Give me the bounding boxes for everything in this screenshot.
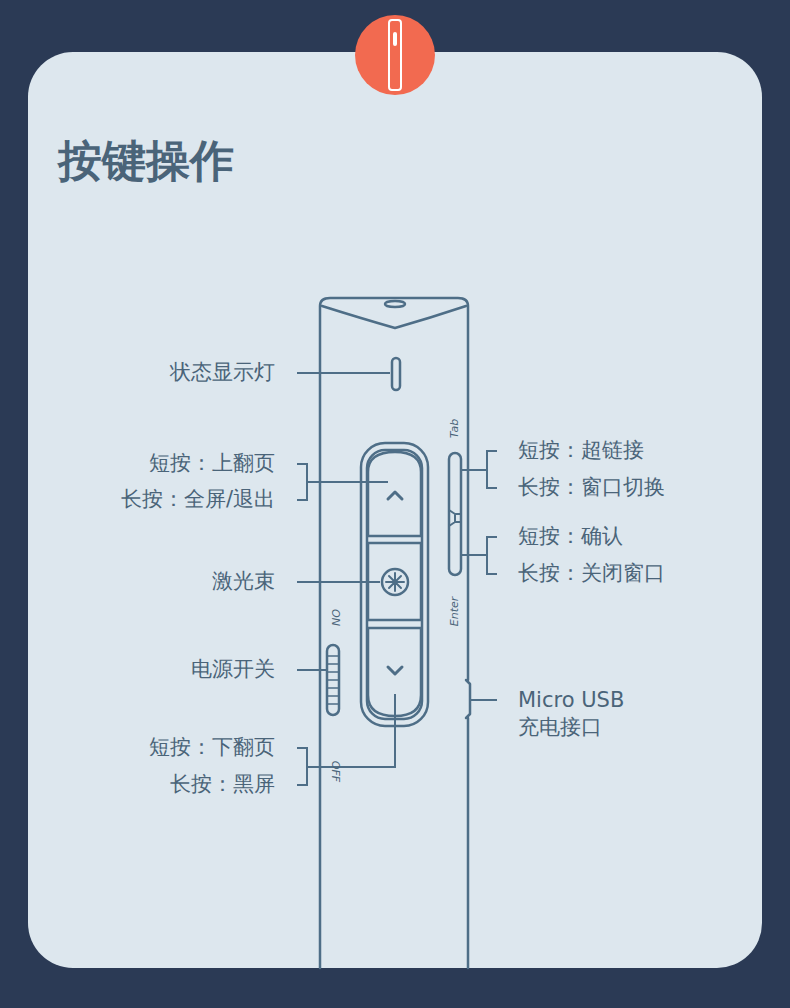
badge-icon	[389, 20, 401, 90]
pen-outline	[320, 298, 468, 968]
laser-icon	[382, 569, 408, 595]
laser-star	[386, 573, 404, 591]
callout-label: 长按：黑屏	[170, 771, 275, 798]
status-light	[392, 358, 400, 390]
side-mark: OFF	[331, 760, 342, 781]
callout-label: 状态显示灯	[170, 359, 275, 386]
knurl-line	[327, 679, 339, 681]
knurl-line	[327, 663, 339, 665]
leader-line	[297, 669, 326, 671]
callout-label: 短按：确认	[518, 523, 623, 550]
callout-label: 激光束	[212, 568, 275, 595]
side-divider	[449, 510, 461, 526]
knurl-line	[327, 687, 339, 689]
side-buttons	[449, 453, 461, 575]
callout-label: 电源开关	[191, 656, 275, 683]
leader-line	[297, 581, 380, 583]
button-panel	[361, 443, 428, 726]
down-arrow	[388, 667, 402, 674]
badge-icon-button	[393, 32, 397, 46]
pen-tip	[322, 306, 466, 328]
panel	[28, 52, 762, 968]
callout-label: 短按：超链接	[518, 437, 644, 464]
usb-port	[466, 680, 470, 718]
switch-knurl	[327, 656, 339, 704]
button-panel-inner	[367, 450, 422, 719]
callout-label: 短按：上翻页	[149, 450, 275, 477]
leader-line	[297, 372, 390, 374]
up-arrow	[388, 492, 402, 499]
callout-label: 长按：关闭窗口	[518, 560, 665, 587]
callout-label: 长按：窗口切换	[518, 474, 665, 501]
leader-bracket	[462, 537, 497, 574]
leader-bracket	[462, 451, 497, 488]
badge	[355, 15, 435, 95]
side-mark: ON	[329, 609, 340, 626]
side-mark: Enter	[450, 596, 461, 626]
power-switch	[327, 645, 339, 715]
side-mark: Tab	[449, 418, 460, 437]
knurl-line	[327, 695, 339, 697]
leader-bracket	[297, 464, 388, 500]
leader-line	[471, 699, 497, 701]
laser-window	[385, 301, 405, 307]
leaders	[297, 373, 497, 785]
pen-body	[320, 298, 470, 968]
title: 按键操作	[58, 132, 234, 191]
knurl-line	[327, 671, 339, 673]
leader-bracket	[297, 694, 395, 785]
knurl-line	[327, 655, 339, 657]
callout-label: 短按：下翻页	[149, 734, 275, 761]
callout-label: 长按：全屏/退出	[121, 486, 275, 513]
up-button	[368, 452, 421, 536]
knurl-line	[327, 703, 339, 705]
callout-label: Micro USB 充电接口	[518, 687, 646, 742]
